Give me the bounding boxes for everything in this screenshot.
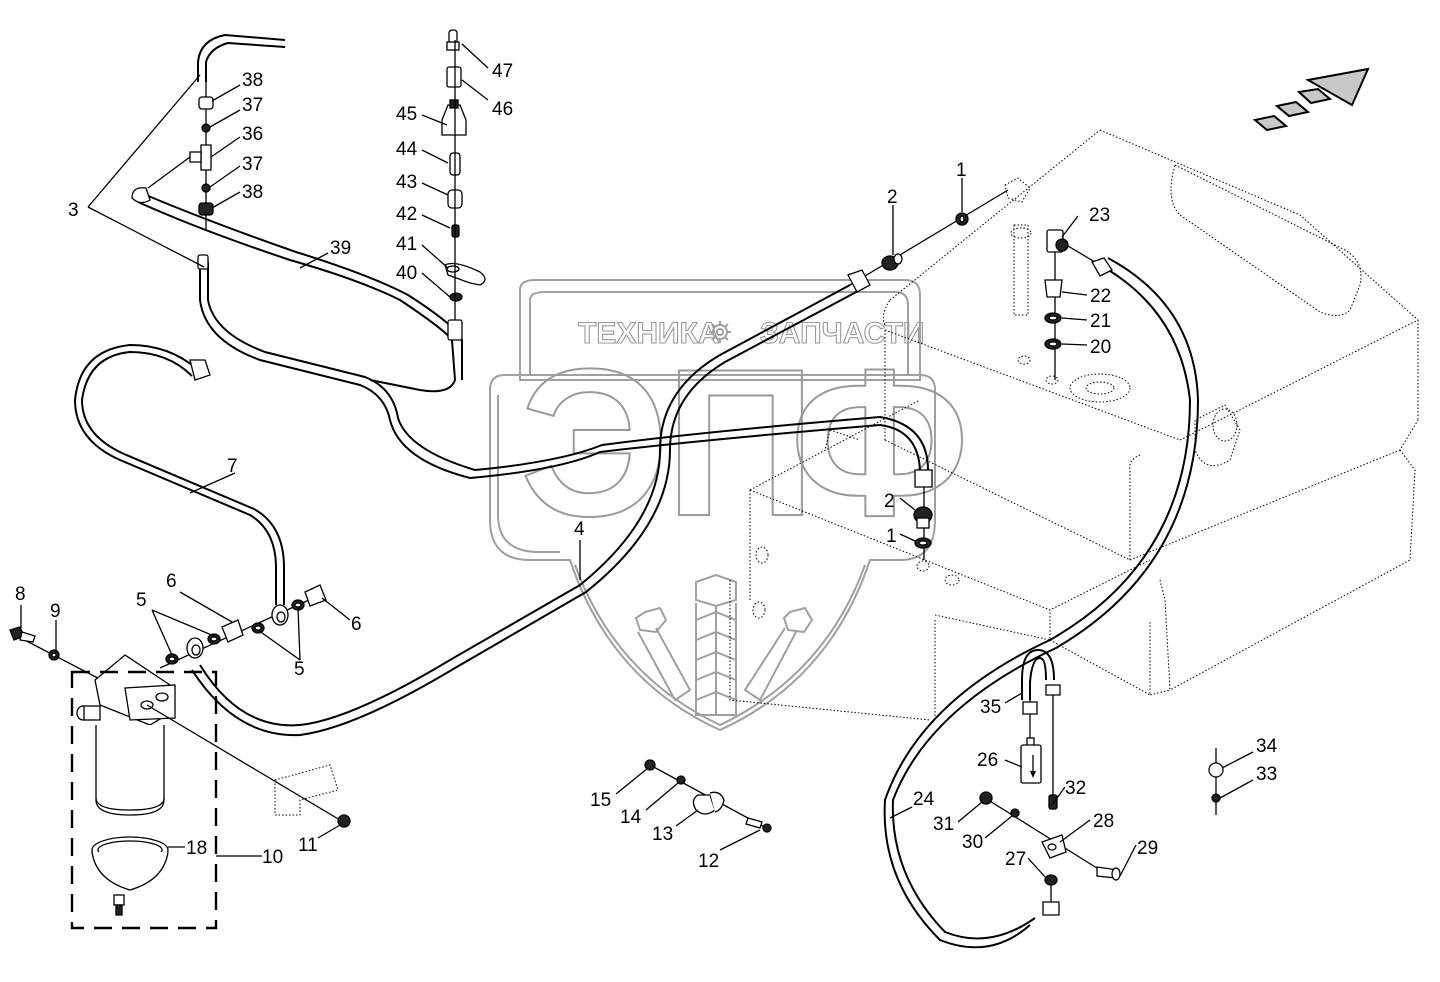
callout-label: 42 [396, 204, 417, 225]
callout-label: 38 [242, 182, 263, 203]
leader-lines [20, 43, 1254, 879]
watermark-shield [489, 374, 936, 732]
callout-label: 5 [294, 659, 305, 680]
watermark: ТЕХНИКА ЗАПЧАСТИ Э П Ф [489, 279, 970, 732]
callout-label: 35 [980, 697, 1001, 718]
callout-label: 9 [50, 601, 61, 622]
callout-label: 10 [262, 847, 283, 868]
callout-label: 40 [396, 263, 417, 284]
callout-label: 1 [886, 526, 897, 547]
callout-label: 2 [887, 187, 898, 208]
fuel-lines [73, 33, 1200, 949]
watermark-text-left: ТЕХНИКА [578, 317, 720, 350]
callout-label: 18 [186, 838, 207, 859]
callout-label: 45 [396, 104, 417, 125]
callout-label: 28 [1093, 811, 1114, 832]
callout-label: 7 [227, 456, 238, 477]
watermark-letter-e: Э [520, 325, 669, 560]
callout-label: 20 [1090, 337, 1111, 358]
callout-label: 4 [574, 519, 585, 540]
callout-label: 27 [1005, 849, 1026, 870]
callout-label: 1 [956, 160, 967, 181]
callout-label: 30 [962, 832, 983, 853]
callout-label: 31 [933, 814, 954, 835]
callout-label: 22 [1090, 286, 1111, 307]
callout-label: 44 [396, 139, 418, 160]
callout-label: 13 [652, 824, 673, 845]
callout-label: 12 [698, 851, 719, 872]
callout-label: 26 [977, 750, 998, 771]
callout-label: 32 [1065, 778, 1086, 799]
callout-label: 14 [620, 807, 642, 828]
callout-label: 24 [913, 789, 935, 810]
filter-assembly-outline [70, 670, 218, 930]
callout-label: 47 [492, 61, 513, 82]
callout-label: 37 [242, 154, 263, 175]
callout-label: 6 [166, 571, 177, 592]
callout-label: 34 [1256, 736, 1278, 757]
watermark-letter-f: Ф [790, 325, 969, 560]
watermark-text-right: ЗАПЧАСТИ [760, 317, 924, 350]
callout-label: 5 [136, 590, 147, 611]
callout-labels: 1 2 1 2 3 4 5 5 6 6 7 8 9 10 11 12 13 14… [15, 61, 1278, 872]
callout-label: 38 [242, 70, 263, 91]
callout-label: 3 [68, 200, 79, 221]
callout-label: 15 [590, 790, 611, 811]
callout-label: 21 [1090, 311, 1111, 332]
fuel-tank [274, 129, 1419, 816]
callout-label: 23 [1089, 205, 1110, 226]
callout-label: 36 [242, 124, 263, 145]
callout-label: 33 [1256, 764, 1277, 785]
callout-label: 46 [492, 99, 513, 120]
callout-label: 39 [330, 238, 351, 259]
callout-label: 2 [884, 491, 895, 512]
watermark-plate [519, 279, 921, 381]
callout-label: 29 [1137, 838, 1158, 859]
gear-icon [709, 321, 731, 343]
callout-label: 8 [15, 584, 26, 605]
callout-label: 6 [351, 614, 362, 635]
callout-label: 41 [396, 234, 417, 255]
callout-label: 37 [242, 95, 263, 116]
parts [9, 29, 1224, 916]
forward-direction-arrow [1252, 67, 1370, 132]
watermark-wheat [634, 573, 814, 716]
callout-label: 43 [396, 172, 417, 193]
callout-label: 11 [298, 835, 318, 856]
